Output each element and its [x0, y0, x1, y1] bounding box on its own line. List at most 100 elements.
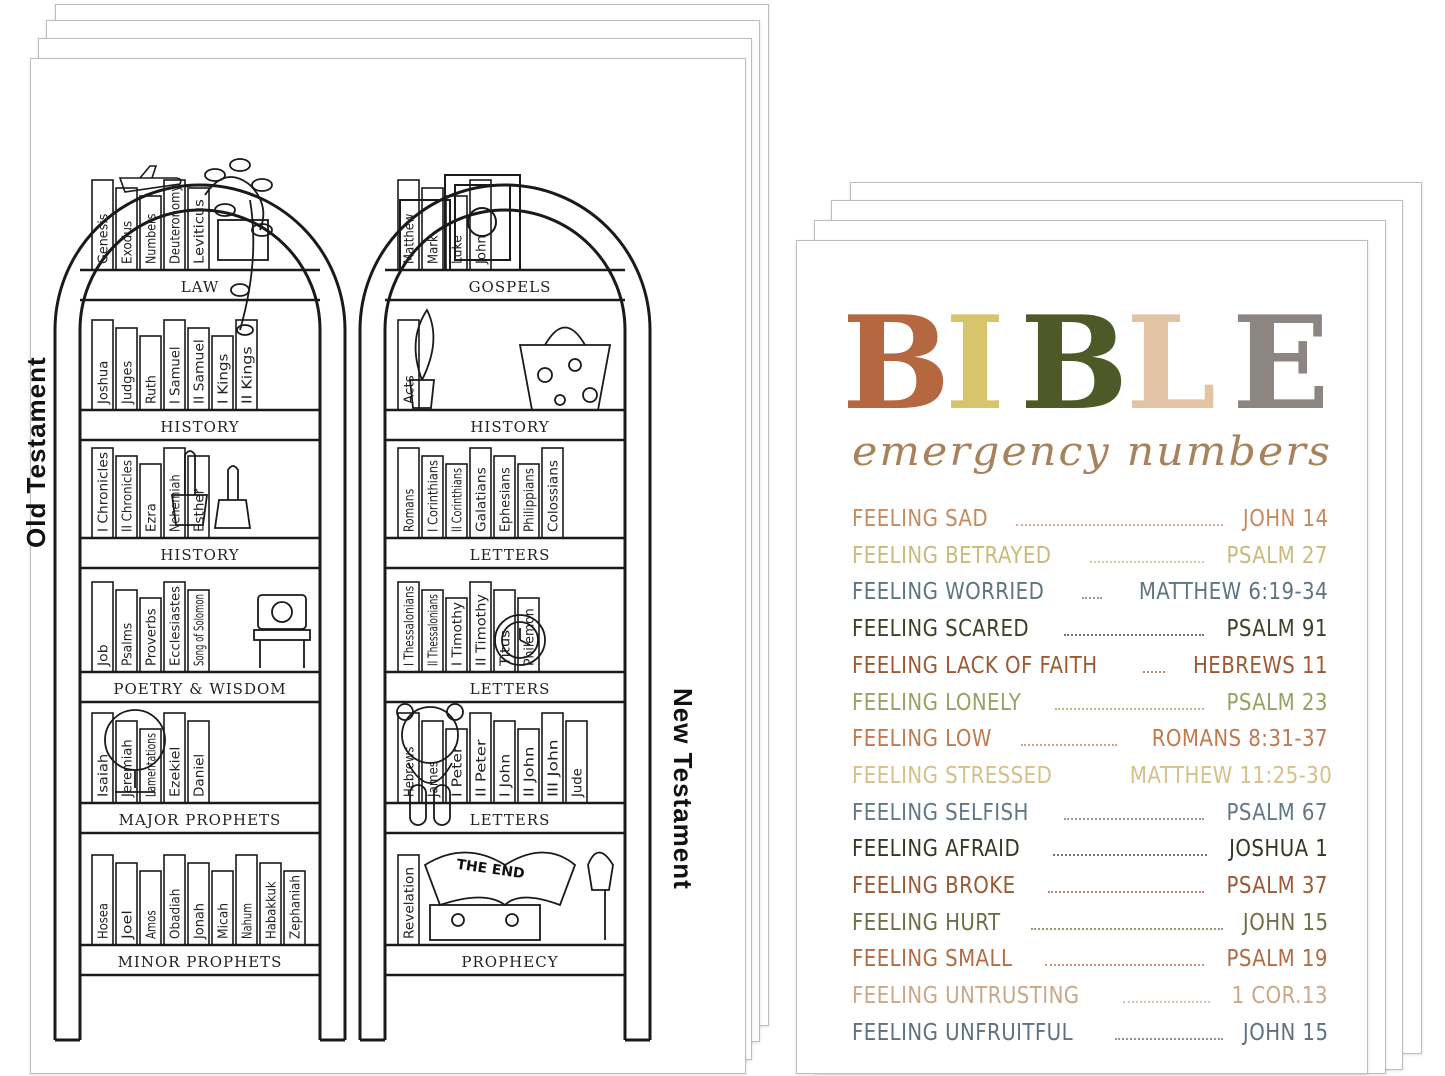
- book-spine: [91, 447, 114, 539]
- scripture-reference: JOHN 15: [1242, 1019, 1328, 1046]
- book-spine: [235, 854, 258, 946]
- book-title: Judges: [121, 361, 136, 405]
- scripture-reference: PSALM 37: [1226, 873, 1328, 899]
- book-title: Hebrews: [403, 746, 418, 797]
- book-title: Acts: [403, 375, 418, 404]
- book-spine: [445, 597, 468, 673]
- book-spine: [541, 447, 564, 539]
- dot-leader: [1053, 854, 1207, 857]
- book-spine: [397, 447, 420, 539]
- book-title: Ezra: [145, 503, 160, 532]
- feeling-label: FEELING HURT: [852, 909, 1001, 936]
- shelf-label: GOSPELS: [469, 278, 552, 296]
- book-spine: [517, 597, 540, 673]
- shelf-label: HISTORY: [160, 546, 239, 564]
- dot-leader: [1020, 744, 1117, 747]
- book-spine: [139, 870, 162, 946]
- shelf-label: HISTORY: [470, 418, 549, 436]
- plant-icon: [204, 158, 273, 336]
- book-spine: [397, 712, 420, 804]
- shelf-label: LAW: [181, 278, 220, 296]
- book-spine: [91, 854, 114, 946]
- book-spine: [235, 319, 258, 411]
- book-title: John: [475, 235, 490, 265]
- book-title: II Kings: [241, 346, 256, 404]
- book-spine: [187, 327, 210, 411]
- book-spine: [397, 319, 420, 411]
- emergency-entry: FEELING STRESSED MATTHEW 11:25-30: [852, 755, 1332, 789]
- book-title: Amos: [145, 910, 160, 939]
- feeling-label: FEELING STRESSED: [852, 762, 1053, 789]
- book-title: Jonah: [193, 903, 208, 940]
- book-title: Psalms: [121, 623, 136, 666]
- book-title: III John: [547, 739, 562, 797]
- book-title: Ephesians: [499, 467, 514, 532]
- camera-icon: [253, 594, 311, 668]
- shelf-label: PROPHECY: [461, 953, 558, 971]
- book-title: Joshua: [97, 361, 112, 405]
- book-title: Galatians: [475, 467, 490, 532]
- dot-leader: [1044, 964, 1205, 967]
- book-title: Song of Solomon: [193, 594, 208, 666]
- book-title: Job: [97, 644, 112, 667]
- cactus-icon: [170, 450, 252, 529]
- teddy-bear-icon: [396, 703, 464, 826]
- feeling-label: FEELING WORRIED: [852, 579, 1045, 606]
- book-spine: [139, 463, 162, 539]
- book-title: Proverbs: [145, 608, 160, 666]
- clock-icon: [494, 614, 546, 666]
- book-spine: [115, 589, 138, 673]
- feeling-label: FEELING UNTRUSTING: [852, 983, 1080, 1010]
- dot-leader: [1048, 891, 1205, 893]
- emergency-entry: FEELING WORRIED MATTHEW 6:19-34: [852, 571, 1328, 605]
- potted-plant-icon: [408, 308, 436, 409]
- gift-pot-icon: [518, 326, 612, 411]
- feeling-label: FEELING UNFRUITFUL: [852, 1019, 1074, 1046]
- book-title: Romans: [403, 489, 418, 532]
- scripture-reference: ROMANS 8:31-37: [1151, 726, 1328, 753]
- book-title: II Peter: [475, 739, 490, 797]
- book-spine: [421, 455, 444, 539]
- book-spine: [187, 589, 210, 673]
- book-title: James: [427, 761, 442, 798]
- book-spine: [91, 179, 114, 271]
- book-spine: [91, 581, 114, 673]
- book-title: I Samuel: [169, 346, 184, 404]
- shelf-label: MAJOR PROPHETS: [119, 811, 282, 829]
- globe-icon: [104, 709, 166, 793]
- emergency-entry: FEELING UNFRUITFUL JOHN 15: [852, 1012, 1328, 1046]
- dot-leader: [1122, 1001, 1211, 1004]
- book-title: Jude: [571, 768, 586, 798]
- book-title: I John: [499, 754, 514, 797]
- scripture-reference: PSALM 19: [1226, 946, 1328, 973]
- scripture-reference: JOSHUA 1: [1228, 836, 1328, 863]
- book-spine: [187, 187, 210, 271]
- dot-leader: [1081, 597, 1102, 600]
- scripture-reference: PSALM 27: [1226, 542, 1328, 569]
- scripture-reference: PSALM 23: [1226, 689, 1328, 716]
- book-spine: [139, 195, 162, 271]
- new-testament-title: New Testament: [668, 688, 698, 890]
- book-title: Obadiah: [169, 889, 184, 939]
- book-spine: [493, 589, 516, 673]
- scripture-reference: JOHN 15: [1242, 909, 1328, 936]
- the-end-text: THE END: [455, 857, 525, 882]
- scripture-reference: MATTHEW 6:19-34: [1138, 579, 1328, 606]
- photo-frame-icon: [399, 174, 521, 271]
- feeling-label: FEELING LOW: [852, 726, 992, 753]
- book-spine: [469, 581, 492, 673]
- book-title: Nahum: [241, 903, 256, 939]
- feeling-label: FEELING BROKE: [852, 873, 1016, 899]
- book-spine: [211, 870, 234, 946]
- scripture-reference: MATTHEW 11:25-30: [1129, 762, 1333, 789]
- book-spine: [517, 463, 540, 539]
- dot-leader: [1063, 634, 1205, 637]
- dot-leader: [1143, 670, 1165, 673]
- book-title: Deuteronomy: [169, 185, 184, 264]
- shelf-label: HISTORY: [160, 418, 239, 436]
